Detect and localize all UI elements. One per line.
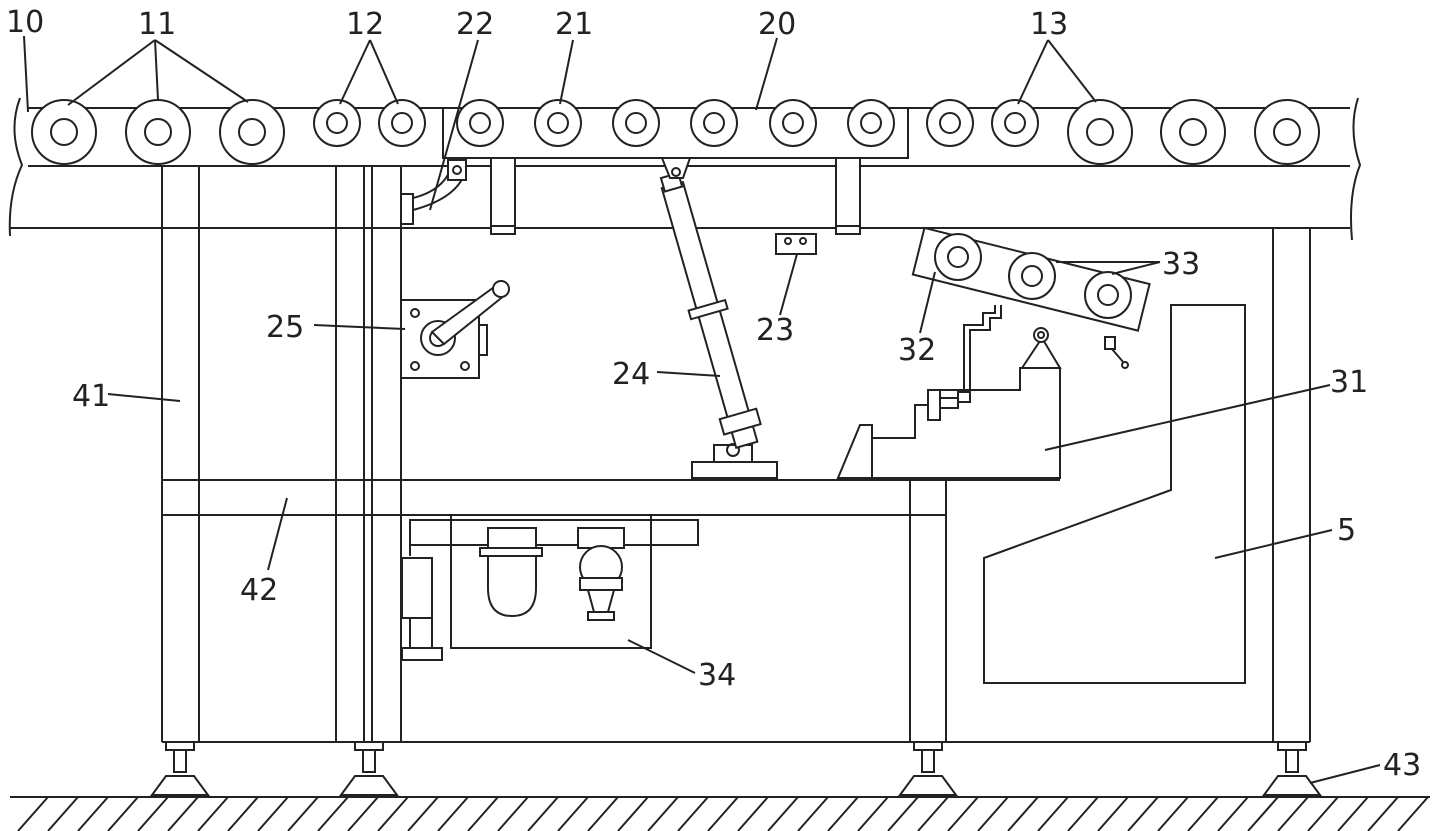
label-12: 12: [346, 7, 384, 42]
label-11: 11: [138, 7, 176, 42]
roller-large: [1255, 100, 1319, 164]
roller-small: [927, 100, 973, 146]
roller-small: [535, 100, 581, 146]
roller-small: [770, 100, 816, 146]
roller-small: [379, 100, 425, 146]
unit-34: [402, 515, 698, 660]
roller-small: [314, 100, 360, 146]
label-25: 25: [266, 310, 304, 345]
roller-large: [1068, 100, 1132, 164]
roller-small: [613, 100, 659, 146]
label-32: 32: [898, 333, 936, 368]
roller-small: [848, 100, 894, 146]
roller-large: [32, 100, 96, 164]
motor-25: [401, 281, 509, 378]
label-23: 23: [756, 313, 794, 348]
ground-hatching: [10, 797, 1430, 831]
label-33: 33: [1162, 247, 1200, 282]
roller-large: [220, 100, 284, 164]
label-20: 20: [758, 7, 796, 42]
label-42: 42: [240, 573, 278, 608]
foot: [900, 742, 956, 795]
hopper-5: [984, 305, 1245, 683]
hinge-22: [401, 160, 466, 224]
label-10: 10: [6, 5, 44, 40]
lift-assembly-31: [838, 305, 1060, 478]
label-13: 13: [1030, 7, 1068, 42]
roller-small: [457, 100, 503, 146]
label-24: 24: [612, 357, 650, 392]
label-21: 21: [555, 7, 593, 42]
stop-block: [836, 158, 860, 234]
roller-large: [1161, 100, 1225, 164]
foot: [341, 742, 397, 795]
label-31: 31: [1330, 365, 1368, 400]
roller-small: [992, 100, 1038, 146]
sensor-23: [776, 234, 816, 254]
label-43: 43: [1383, 748, 1421, 783]
roller-bracket-32: [913, 228, 1150, 368]
foot: [152, 742, 208, 795]
stop-block: [491, 158, 515, 234]
label-5: 5: [1337, 513, 1356, 548]
label-22: 22: [456, 7, 494, 42]
label-41: 41: [72, 379, 110, 414]
support-frame: [443, 108, 908, 158]
roller-large: [126, 100, 190, 164]
label-34: 34: [698, 658, 736, 693]
foot: [1264, 742, 1320, 795]
roller-small: [691, 100, 737, 146]
